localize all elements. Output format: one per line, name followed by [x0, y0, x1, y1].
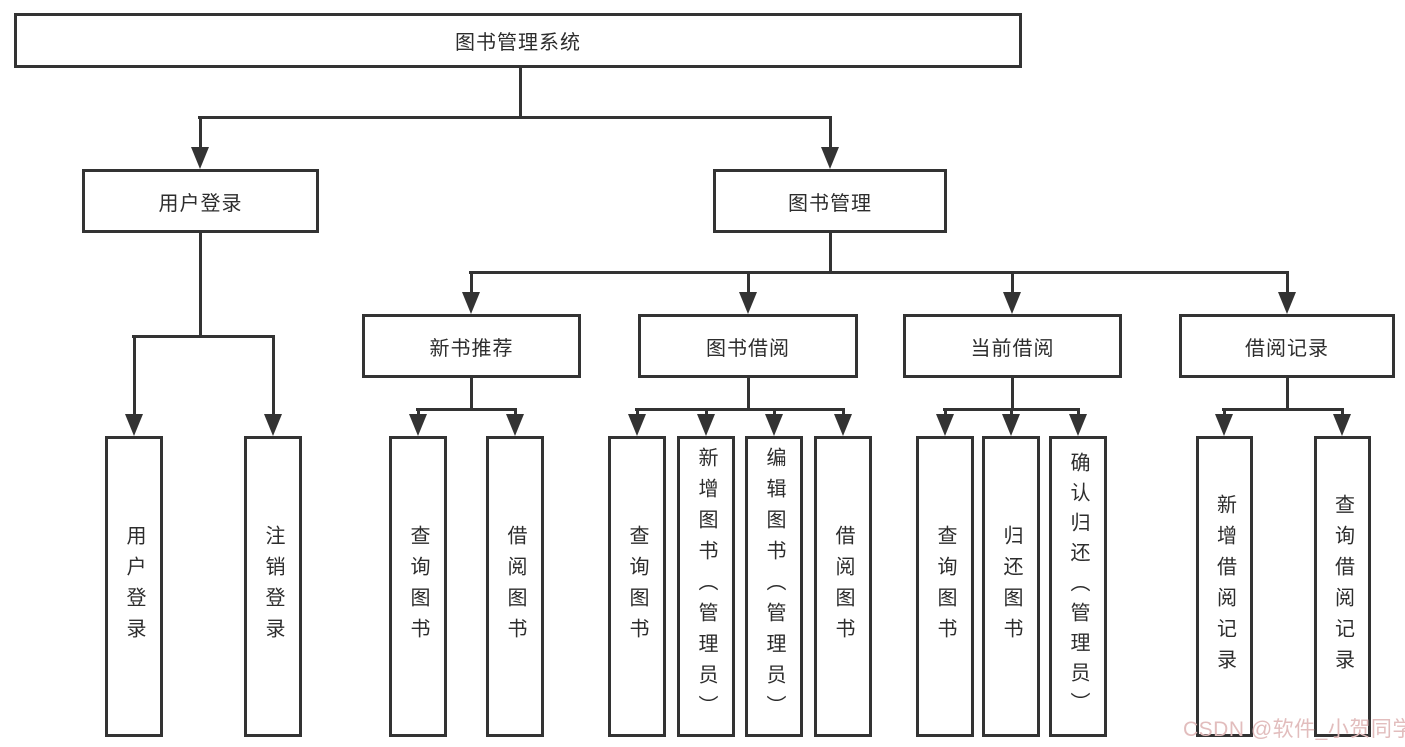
connector-line — [943, 408, 947, 416]
arrow-down-icon — [1003, 292, 1021, 314]
node-borrow-record-label: 借阅记录 — [1245, 337, 1329, 360]
arrow-down-icon — [628, 414, 646, 436]
node-root-label: 图书管理系统 — [455, 32, 581, 54]
node-leaf-query-book-2: 查询图书 — [608, 436, 666, 737]
node-leaf-query-book-1-label: 查询图书 — [407, 524, 429, 649]
connector-line — [828, 116, 832, 149]
connector-line — [1010, 271, 1014, 294]
connector-line — [746, 271, 750, 294]
connector-line — [772, 408, 776, 416]
connector-line — [1222, 408, 1344, 411]
connector-line — [828, 233, 832, 273]
node-user-login: 用户登录 — [82, 169, 319, 233]
connector-line — [469, 378, 473, 411]
node-leaf-borrow-book-2-label: 借阅图书 — [832, 524, 854, 649]
arrow-down-icon — [1333, 414, 1351, 436]
node-leaf-borrow-book-1: 借阅图书 — [486, 436, 544, 737]
node-leaf-user-login: 用户登录 — [105, 436, 163, 737]
arrow-down-icon — [1002, 414, 1020, 436]
node-new-book-rec: 新书推荐 — [362, 314, 581, 378]
node-leaf-add-book: 新增图书（管理员） — [677, 436, 735, 737]
connector-line — [1010, 378, 1014, 411]
node-book-borrow: 图书借阅 — [638, 314, 858, 378]
connector-line — [513, 408, 517, 416]
node-book-mgmt: 图书管理 — [713, 169, 947, 233]
arrow-down-icon — [506, 414, 524, 436]
node-leaf-edit-book-label: 编辑图书（管理员） — [763, 447, 785, 726]
node-book-mgmt-label: 图书管理 — [788, 192, 872, 215]
arrow-down-icon — [125, 414, 143, 436]
connector-line — [416, 408, 517, 411]
arrow-down-icon — [1215, 414, 1233, 436]
connector-line — [1009, 408, 1013, 416]
connector-line — [132, 335, 275, 338]
node-current-borrow-label: 当前借阅 — [970, 337, 1055, 360]
connector-line — [635, 408, 639, 416]
arrow-down-icon — [1278, 292, 1296, 314]
connector-line — [635, 408, 845, 411]
connector-line — [746, 378, 750, 411]
arrow-down-icon — [1069, 414, 1087, 436]
node-leaf-query-record: 查询借阅记录 — [1314, 436, 1371, 737]
arrow-down-icon — [739, 292, 757, 314]
node-leaf-add-record-label: 新增借阅记录 — [1213, 493, 1236, 680]
connector-line — [198, 233, 202, 337]
arrow-down-icon — [697, 414, 715, 436]
node-book-borrow-label: 图书借阅 — [706, 337, 790, 360]
arrow-down-icon — [191, 147, 209, 169]
watermark: CSDN @软件_小贺同学 — [1183, 718, 1405, 741]
arrow-down-icon — [936, 414, 954, 436]
connector-line — [271, 335, 275, 416]
node-leaf-add-record: 新增借阅记录 — [1196, 436, 1253, 737]
node-leaf-return-book: 归还图书 — [982, 436, 1040, 737]
node-leaf-query-book-3-label: 查询图书 — [934, 524, 956, 649]
connector-line — [704, 408, 708, 416]
connector-line — [469, 271, 473, 294]
node-leaf-borrow-book-1-label: 借阅图书 — [504, 524, 526, 649]
node-new-book-rec-label: 新书推荐 — [429, 337, 514, 360]
node-leaf-confirm-return-label: 确认归还（管理员） — [1067, 451, 1089, 722]
arrow-down-icon — [765, 414, 783, 436]
connector-line — [416, 408, 420, 416]
connector-line — [469, 271, 1289, 274]
arrow-down-icon — [462, 292, 480, 314]
node-borrow-record: 借阅记录 — [1179, 314, 1395, 378]
connector-line — [1285, 271, 1289, 294]
node-leaf-query-book-1: 查询图书 — [389, 436, 447, 737]
node-leaf-logout-label: 注销登录 — [262, 524, 284, 649]
arrow-down-icon — [834, 414, 852, 436]
node-leaf-query-book-3: 查询图书 — [916, 436, 974, 737]
connector-line — [518, 68, 522, 118]
node-leaf-edit-book: 编辑图书（管理员） — [745, 436, 803, 737]
node-leaf-query-book-2-label: 查询图书 — [626, 524, 648, 649]
node-leaf-add-book-label: 新增图书（管理员） — [695, 447, 717, 726]
node-leaf-user-login-label: 用户登录 — [123, 524, 145, 649]
node-leaf-logout: 注销登录 — [244, 436, 302, 737]
connector-line — [132, 335, 136, 416]
connector-line — [1340, 408, 1344, 416]
connector-line — [198, 116, 832, 119]
node-leaf-query-record-label: 查询借阅记录 — [1331, 493, 1354, 680]
connector-line — [1076, 408, 1080, 416]
node-root: 图书管理系统 — [14, 13, 1022, 68]
node-user-login-label: 用户登录 — [158, 192, 243, 215]
arrow-down-icon — [264, 414, 282, 436]
arrow-down-icon — [409, 414, 427, 436]
connector-line — [198, 116, 202, 149]
node-leaf-return-book-label: 归还图书 — [1000, 524, 1022, 649]
connector-line — [1285, 378, 1289, 411]
node-leaf-borrow-book-2: 借阅图书 — [814, 436, 872, 737]
connector-line — [841, 408, 845, 416]
node-leaf-confirm-return: 确认归还（管理员） — [1049, 436, 1107, 737]
arrow-down-icon — [821, 147, 839, 169]
connector-line — [1222, 408, 1226, 416]
node-current-borrow: 当前借阅 — [903, 314, 1122, 378]
